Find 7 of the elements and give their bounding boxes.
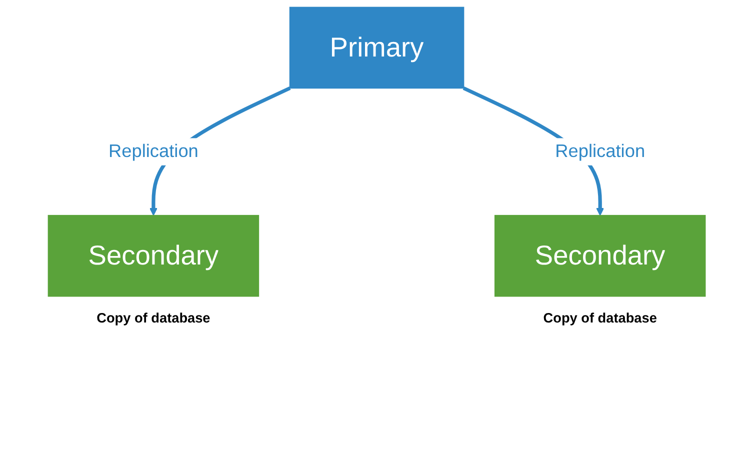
node-box: Secondary	[494, 214, 706, 297]
node-label: Copy of database	[96, 310, 210, 326]
node-label: Copy of database	[543, 310, 658, 326]
edge-label: Replication	[108, 142, 199, 162]
edge-label: Replication	[555, 142, 646, 162]
node-box: Secondary	[48, 214, 260, 297]
node-box: Primary	[290, 6, 464, 89]
